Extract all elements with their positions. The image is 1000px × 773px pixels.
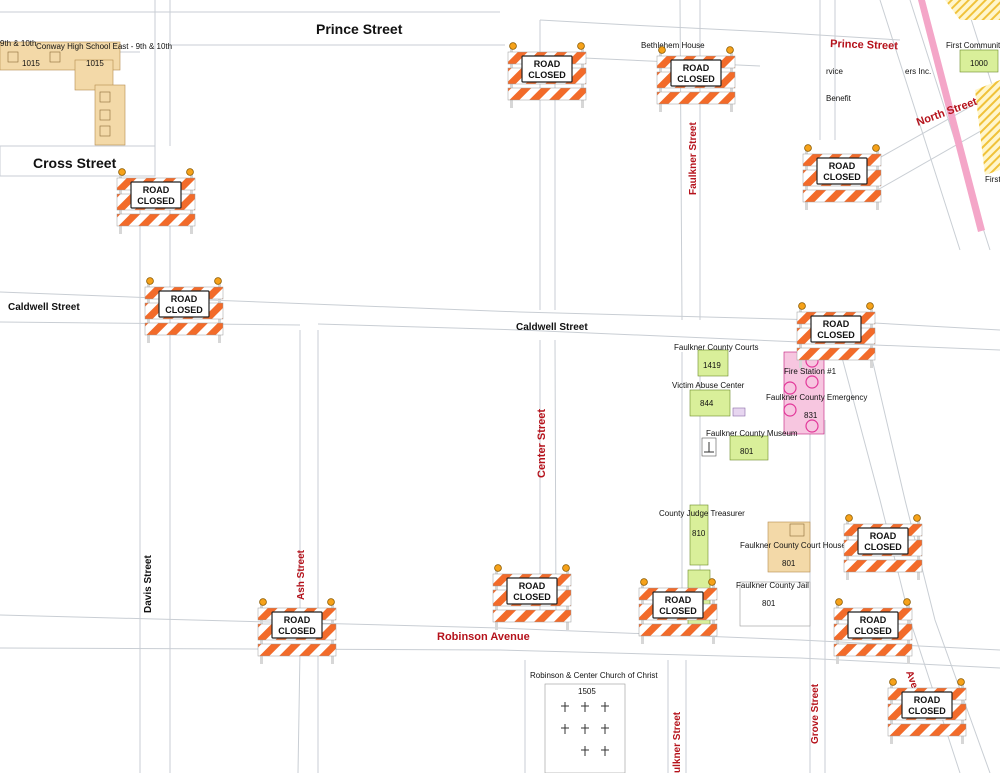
faulkner-county-courts-building[interactable] (697, 349, 729, 377)
robinson-avenue-label: Robinson Avenue (437, 631, 530, 643)
first-community-number: 1000 (970, 59, 988, 68)
jail-building[interactable] (739, 581, 811, 627)
small-purple-building (732, 407, 746, 417)
barricade-text-closed: CLOSED (278, 626, 316, 636)
center-street-label: Center Street (536, 409, 548, 478)
emergency-label: Faulkner County Emergency (766, 393, 867, 402)
court-house-number: 801 (782, 559, 796, 568)
cross-street-label: Cross Street (33, 155, 117, 171)
school-name-label: Conway High School East - 9th & 10th (36, 42, 172, 51)
victim-abuse-number: 844 (700, 399, 714, 408)
victim-abuse-center-building[interactable] (689, 389, 731, 417)
road-closed-barricade[interactable]: ROAD CLOSED (507, 41, 587, 109)
road-closed-barricade[interactable]: ROAD CLOSED (492, 563, 572, 631)
davis-street-label: Davis Street (143, 555, 154, 613)
caldwell-street-center-label: Caldwell Street (516, 322, 588, 333)
barricade-text-road: ROAD (914, 695, 941, 705)
bethlehem-house-label: Bethlehem House (641, 41, 705, 50)
conway-high-school-building[interactable] (0, 41, 126, 146)
barricade-text-road: ROAD (284, 615, 311, 625)
court-house-wing (789, 523, 805, 537)
barricade-text-road: ROAD (171, 294, 198, 304)
road-closed-barricade[interactable]: ROAD CLOSED (796, 302, 876, 369)
museum-number: 801 (740, 447, 754, 456)
barricade-text-closed: CLOSED (137, 196, 175, 206)
barricade-text-road: ROAD (870, 531, 897, 541)
court-house-label: Faulkner County Court House (740, 541, 846, 550)
museum-building[interactable] (729, 435, 769, 461)
barricade-text-closed: CLOSED (677, 74, 715, 84)
first-label: First (985, 175, 1000, 184)
jail-label: Faulkner County Jail (736, 581, 809, 590)
barricade-text-closed: CLOSED (513, 592, 551, 602)
road-closed-barricade[interactable]: ROAD CLOSED (257, 597, 337, 665)
museum-label: Faulkner County Museum (706, 429, 798, 438)
road-closed-barricade[interactable]: ROAD CLOSED (887, 677, 967, 745)
benefit-label: Benefit (826, 94, 852, 103)
barricade-text-road: ROAD (665, 595, 692, 605)
courts-label: Faulkner County Courts (674, 343, 758, 352)
prince-street-red-label: Prince Street (830, 38, 899, 52)
courts-number: 1419 (703, 361, 721, 370)
barricade-text-closed: CLOSED (854, 626, 892, 636)
faulkner-street-top-label: Faulkner Street (688, 122, 699, 195)
caldwell-street-left-label: Caldwell Street (8, 302, 80, 313)
barricade-text-road: ROAD (519, 581, 546, 591)
jail-number: 801 (762, 599, 776, 608)
church-number: 1505 (578, 687, 596, 696)
barricade-text-closed: CLOSED (165, 305, 203, 315)
ash-street-label: Ash Street (296, 549, 307, 600)
barricade-text-road: ROAD (860, 615, 887, 625)
fire-station-label: Fire Station #1 (784, 367, 837, 376)
road-closed-barricade[interactable]: ROAD CLOSED (656, 45, 736, 113)
school-grade-label: 9th & 10th (0, 39, 36, 48)
service-label: rvice (826, 67, 843, 76)
church-label: Robinson & Center Church of Christ (530, 671, 658, 680)
county-judge-label: County Judge Treasurer (659, 509, 745, 518)
victim-abuse-label: Victim Abuse Center (672, 381, 745, 390)
emergency-number: 831 (804, 411, 818, 420)
museum-icon (704, 442, 714, 453)
barricade-text-closed: CLOSED (528, 70, 566, 80)
avenue-partial-label: Ave (903, 669, 920, 690)
road-closed-barricade[interactable]: ROAD CLOSED (638, 577, 718, 645)
barricade-text-closed: CLOSED (659, 606, 697, 616)
cross-street-box (0, 145, 156, 177)
first-community-label: First Community (946, 41, 1000, 50)
first-community-building[interactable] (959, 49, 999, 73)
barricade-text-road: ROAD (823, 319, 850, 329)
fire-station-building[interactable] (783, 351, 825, 435)
barricade-text-closed: CLOSED (823, 172, 861, 182)
school-number-1: 1015 (22, 59, 40, 68)
county-judge-number: 810 (692, 529, 706, 538)
road-closed-barricade[interactable]: ROAD CLOSED (116, 168, 196, 235)
faulkner-street-bottom-label: ulkner Street (672, 711, 683, 773)
road-closed-barricade[interactable]: ROAD CLOSED (802, 144, 882, 211)
county-judge-building[interactable] (689, 504, 709, 566)
barricade-text-road: ROAD (829, 161, 856, 171)
prince-street-label: Prince Street (316, 21, 403, 37)
grove-street-label: Grove Street (810, 683, 821, 744)
hatched-area (918, 0, 1000, 232)
barricade-text-closed: CLOSED (817, 330, 855, 340)
road-closed-barricade[interactable]: ROAD CLOSED (833, 597, 913, 665)
ers-inc-label: ers Inc. (905, 67, 931, 76)
road-closed-barricade[interactable]: ROAD CLOSED (144, 277, 224, 344)
barricade-text-road: ROAD (143, 185, 170, 195)
barricade-text-road: ROAD (534, 59, 561, 69)
barricade-text-closed: CLOSED (908, 706, 946, 716)
barricade-text-road: ROAD (683, 63, 710, 73)
church-cross-icons (561, 702, 609, 756)
barricade-text-closed: CLOSED (864, 542, 902, 552)
school-number-2: 1015 (86, 59, 104, 68)
road-closed-barricade[interactable]: ROAD CLOSED (843, 513, 923, 581)
